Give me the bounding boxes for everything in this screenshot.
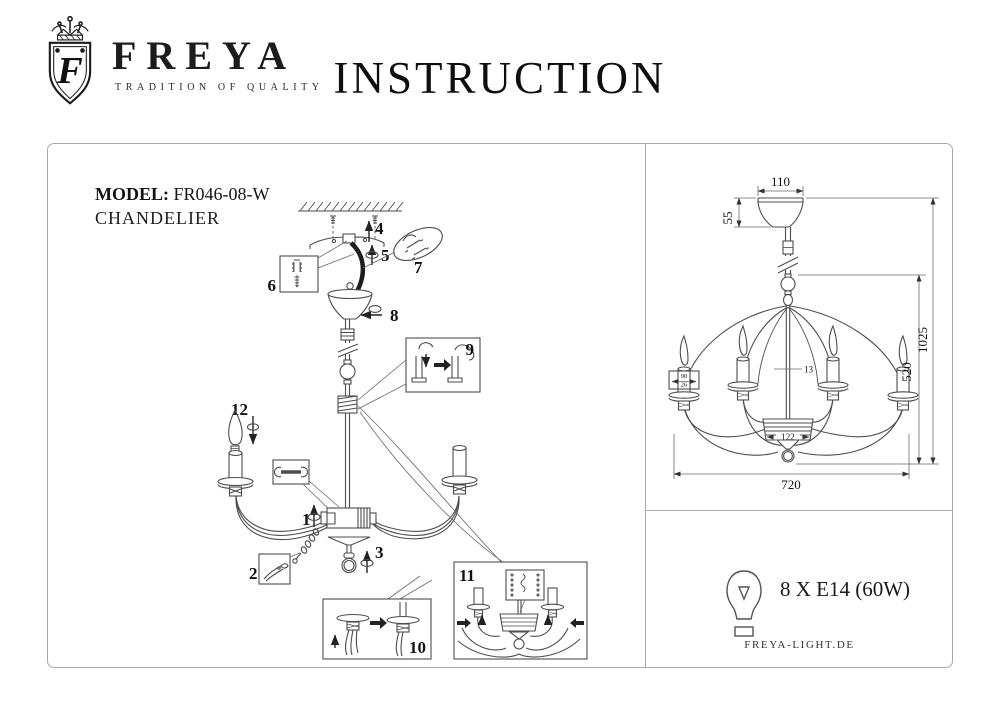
- upper-arms: [683, 305, 904, 388]
- candle-dim-box: 90 26: [668, 370, 700, 390]
- center-housing: [320, 507, 377, 529]
- dim-height-body: 520: [899, 362, 914, 382]
- hook-detail-ellipse: 7: [362, 227, 443, 277]
- right-candle: [441, 444, 478, 495]
- svg-text:3: 3: [375, 543, 384, 562]
- model-label: MODEL:: [95, 184, 169, 204]
- svg-text:6: 6: [268, 276, 277, 295]
- spec-area: 8 X E14 (60W) FREYA-LIGHT.DE: [646, 510, 953, 668]
- svg-text:8: 8: [390, 306, 399, 325]
- height-dims: 520 1025: [796, 197, 939, 465]
- canopy-dims: 110 55: [720, 174, 804, 228]
- terminal-block-icon: [505, 569, 545, 613]
- dim-width: 720: [781, 477, 801, 492]
- dim-body: 122: [781, 432, 795, 442]
- bottom-finial: [327, 536, 371, 574]
- content-frame: MODEL: FR046-08-W CHANDELIER: [47, 143, 953, 668]
- threaded-coupler: [337, 395, 358, 414]
- callout-5: 5: [365, 244, 390, 265]
- logo-monogram: F: [56, 50, 83, 92]
- dim-height-total: 1025: [915, 327, 930, 353]
- wrench-detail-box: [272, 459, 340, 516]
- svg-text:2: 2: [249, 564, 258, 583]
- light-bulb-icon: [726, 570, 762, 637]
- canopy: [327, 282, 373, 320]
- left-candle: [217, 449, 254, 497]
- dimension-diagram: 110 55: [668, 174, 939, 492]
- page-title: INSTRUCTION: [333, 53, 667, 103]
- anchor-detail-box: 6: [268, 240, 355, 295]
- safety-chain: [292, 528, 320, 564]
- callout-1: 1: [302, 504, 321, 529]
- lamp-spec: 8 X E14 (60W): [780, 577, 911, 601]
- pliers-icon: [263, 563, 289, 582]
- product-type: CHANDELIER: [95, 208, 220, 228]
- width-dim: 720: [673, 434, 910, 492]
- candles: [668, 324, 919, 411]
- callout-12-bulb: 12: [228, 400, 260, 454]
- dim-canopy-height: 55: [720, 212, 735, 225]
- brand-name: FREYA: [112, 33, 297, 78]
- dim-candle-diameter: 26: [681, 382, 688, 389]
- dim-canopy-width: 110: [771, 174, 790, 189]
- freya-shield-logo-icon: F: [48, 15, 92, 105]
- svg-text:12: 12: [231, 400, 248, 419]
- dimensions-panel: 110 55: [645, 144, 953, 667]
- svg-text:5: 5: [381, 246, 390, 265]
- svg-text:4: 4: [375, 219, 384, 238]
- body-detail-box: 11: [453, 561, 588, 660]
- brand-logo: F FREYA TRADITION OF QUALITY: [38, 14, 324, 110]
- ceiling-hatch: [298, 201, 404, 212]
- brand-block: FREYA TRADITION OF QUALITY: [112, 33, 324, 94]
- svg-text:11: 11: [459, 566, 475, 585]
- callout-4: 4: [364, 219, 384, 242]
- candle-tube-detail-box: 9: [357, 337, 481, 410]
- svg-text:10: 10: [409, 638, 426, 657]
- callout-3: 3: [360, 543, 384, 573]
- assembly-diagram: 4 5 6: [217, 201, 588, 660]
- canopy-drawing: [757, 197, 804, 228]
- pliers-detail-box: 2: [249, 552, 301, 585]
- assembly-panel: MODEL: FR046-08-W CHANDELIER: [48, 144, 645, 667]
- right-arm: [368, 495, 460, 540]
- wall-anchor-icon: [291, 259, 303, 288]
- center-rod: 13: [774, 305, 814, 419]
- wrench-icon: [274, 466, 308, 478]
- dim-candle-height: 90: [681, 373, 688, 380]
- dim-rod: 13: [804, 365, 814, 375]
- center-rod: [337, 319, 359, 508]
- website: FREYA-LIGHT.DE: [744, 639, 855, 651]
- center-drum: 122: [762, 418, 814, 463]
- brand-tagline: TRADITION OF QUALITY: [115, 82, 324, 93]
- svg-text:9: 9: [466, 340, 475, 359]
- model-block: MODEL: FR046-08-W CHANDELIER: [95, 184, 270, 229]
- callout-8: 8: [360, 305, 399, 325]
- svg-text:7: 7: [414, 258, 423, 277]
- suspension-rod: [777, 227, 799, 307]
- mounting-bracket: [309, 233, 385, 249]
- model-value: FR046-08-W: [173, 184, 270, 204]
- svg-text:1: 1: [302, 510, 311, 529]
- cup-detail-box: 10: [322, 575, 433, 660]
